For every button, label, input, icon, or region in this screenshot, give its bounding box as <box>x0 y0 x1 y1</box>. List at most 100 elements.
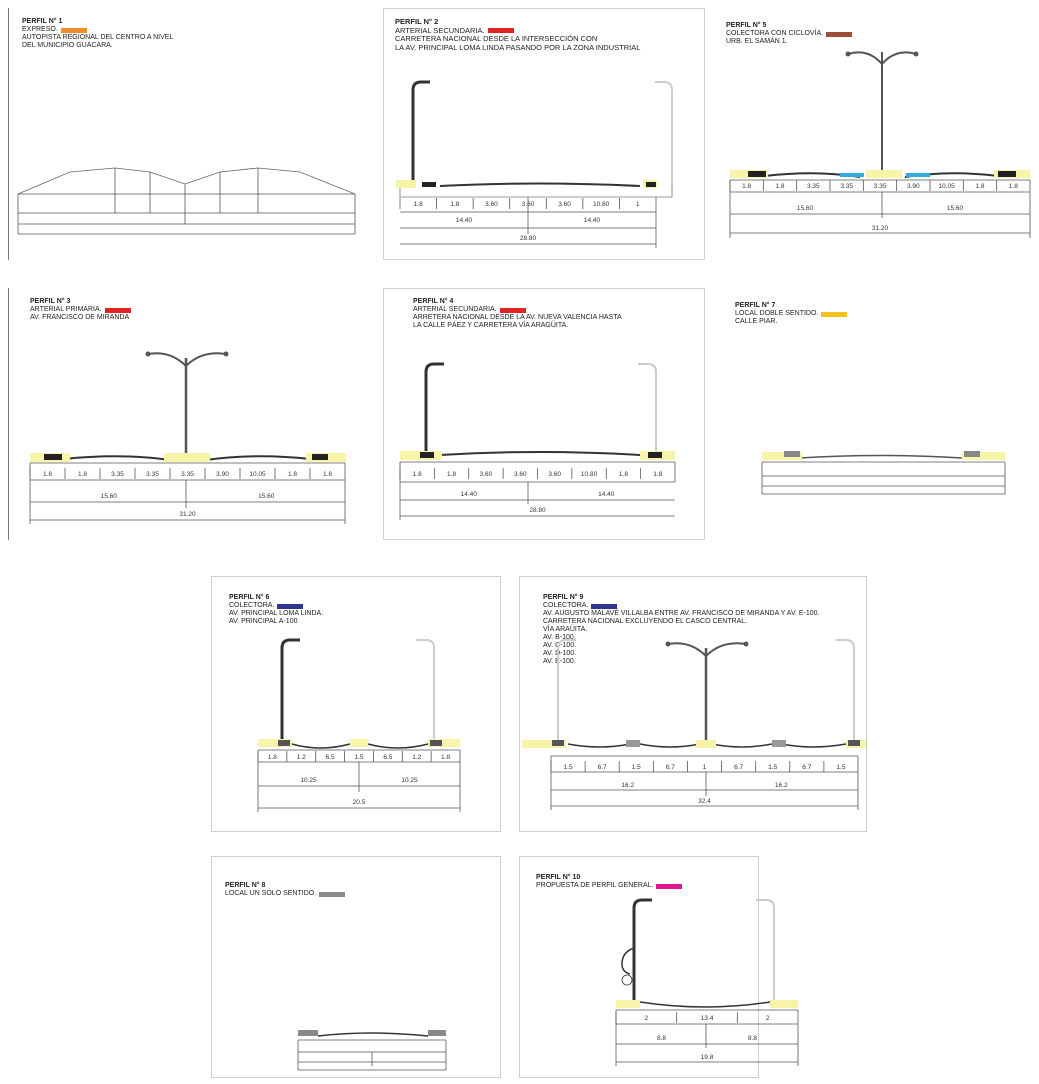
half-width-label: 16.2 <box>621 782 634 789</box>
dimension-label: 6.7 <box>734 764 743 771</box>
perfil-line: LA AV. PRINCIPAL LOMA LINDA PASANDO POR … <box>395 42 641 52</box>
dimension-label: 1.8 <box>619 471 628 478</box>
perfil-4-panel <box>383 288 705 540</box>
perfil-title: PERFIL N° 2 <box>395 17 439 26</box>
dimension-label: 3.35 <box>840 183 853 190</box>
perfil-line: COLECTORA. <box>229 602 275 609</box>
half-width-label: 14.40 <box>456 217 473 224</box>
dimension-label: 3.35 <box>181 471 194 478</box>
dimension-label: 1.8 <box>413 471 422 478</box>
perfil-line: AV. PRINCIPAL A-100 <box>229 618 298 625</box>
dimension-label: 3.90 <box>216 471 229 478</box>
perfil-6-drawing <box>257 638 461 812</box>
dimension-label: 1.5 <box>564 764 573 771</box>
perfil-line: CARRETERA NACIONAL DESDE LA INTERSECCIÓN… <box>395 34 598 43</box>
dimension-label: 1.8 <box>323 471 332 478</box>
perfil-9-panel <box>519 576 867 832</box>
perfil-7-header: PERFIL N° 7 LOCAL DOBLE SENTIDO. CALLE P… <box>735 302 848 326</box>
color-swatch <box>319 891 346 897</box>
half-width-label: 8.8 <box>657 1035 666 1042</box>
dimension-label: 10.05 <box>939 183 956 190</box>
dimension-label: 3.90 <box>907 183 920 190</box>
perfil-10-drawing <box>615 898 799 1066</box>
total-width-label: 28.80 <box>520 235 537 242</box>
dimension-label: 3.60 <box>558 201 571 208</box>
half-width-label: 14.40 <box>461 491 478 498</box>
dimension-label: 1.8 <box>414 201 423 208</box>
total-width-label: 32.4 <box>698 798 711 805</box>
dimension-label: 3.60 <box>480 471 493 478</box>
perfil-2-panel <box>383 8 705 260</box>
perfil-line: LA CALLE PÁEZ Y CARRETERA VÍA ARAGÜITA. <box>413 322 569 329</box>
dimension-label: 1.8 <box>775 183 784 190</box>
perfil-line: CARRETERA NACIONAL EXCLUYENDO EL CASCO C… <box>543 618 748 625</box>
perfil-title: PERFIL N° 6 <box>229 594 270 601</box>
dimension-label: 2 <box>645 1015 649 1022</box>
color-swatch <box>60 27 87 33</box>
perfil-7-panel <box>714 288 1034 540</box>
dimension-label: 6.7 <box>666 764 675 771</box>
perfil-1-drawing <box>17 167 356 235</box>
dimension-label: 1.8 <box>1009 183 1018 190</box>
color-swatch <box>826 31 853 37</box>
perfil-title: PERFIL N° 1 <box>22 18 63 25</box>
perfil-8-drawing <box>297 1032 447 1071</box>
perfil-line: DEL MUNICIPIO GUACARA. <box>22 42 113 49</box>
color-swatch <box>277 603 304 609</box>
dimension-label: 1.8 <box>441 754 450 761</box>
half-width-label: 15.60 <box>947 205 964 212</box>
perfil-line: AV. E-100. <box>543 658 576 665</box>
color-swatch <box>821 311 848 317</box>
dimension-label: 6.7 <box>802 764 811 771</box>
perfil-line: CALLE PIAR. <box>735 318 778 325</box>
color-swatch <box>104 307 131 313</box>
perfil-line: COLECTORA. <box>543 602 589 609</box>
perfil-line: ARTERIAL SECUNDARIA. <box>395 25 485 35</box>
half-width-label: 14.40 <box>584 217 601 224</box>
dimension-label: 10.80 <box>593 201 610 208</box>
perfil-6-header: PERFIL N° 6 COLECTORA. AV. PRINCIPAL LOM… <box>229 594 323 626</box>
dimension-label: 1.8 <box>78 471 87 478</box>
perfil-line: AV. PRINCIPAL LOMA LINDA. <box>229 610 324 617</box>
dimension-label: 1.8 <box>268 754 277 761</box>
dimension-label: 1.5 <box>632 764 641 771</box>
dimension-label: 3.35 <box>146 471 159 478</box>
perfil-6-panel <box>211 576 501 832</box>
perfil-3-drawing <box>29 352 346 524</box>
dimension-label: 6.7 <box>598 764 607 771</box>
dimension-label: 1.5 <box>836 764 845 771</box>
dimension-label: 1.8 <box>288 471 297 478</box>
total-width-label: 31.20 <box>872 225 889 232</box>
perfil-1-header: PERFIL N° 1 EXPRESO. AUTOPISTA REGIONAL … <box>22 18 173 50</box>
perfil-10-header: PERFIL N° 10 PROPUESTA DE PERFIL GENERAL… <box>536 874 683 890</box>
dimension-label: 3.35 <box>874 183 887 190</box>
total-width-label: 28.80 <box>529 507 546 514</box>
half-width-label: 10.25 <box>300 777 317 784</box>
perfil-title: PERFIL N° 8 <box>225 882 266 889</box>
dimension-label: 6.5 <box>383 754 392 761</box>
total-width-label: 19.8 <box>701 1054 714 1061</box>
dimension-label: 10.80 <box>581 471 598 478</box>
perfil-title: PERFIL N° 5 <box>726 22 767 29</box>
dimension-label: 10.05 <box>249 471 266 478</box>
dimension-label: 1.8 <box>742 183 751 190</box>
half-width-label: 16.2 <box>775 782 788 789</box>
half-width-label: 10.25 <box>401 777 418 784</box>
perfil-2-header: PERFIL N° 2 ARTERIAL SECUNDARIA. CARRETE… <box>395 17 641 52</box>
perfil-line: COLECTORA CON CICLOVÍA. <box>726 30 824 37</box>
total-width-label: 31.20 <box>179 511 196 518</box>
perfil-line: URB. EL SAMÁN 1. <box>726 38 788 45</box>
perfil-title: PERFIL N° 3 <box>30 298 71 305</box>
dimension-label: 1.2 <box>297 754 306 761</box>
perfil-line: AV. FRANCISCO DE MIRANDA <box>30 314 130 321</box>
half-width-label: 15.60 <box>101 493 118 500</box>
dimension-label: 1.8 <box>43 471 52 478</box>
dimension-label: 1.8 <box>653 471 662 478</box>
perfil-line: LOCAL UN SÓLO SENTIDO. <box>225 890 317 897</box>
perfil-3-header: PERFIL N° 3 ARTERIAL PRIMARIA. AV. FRANC… <box>30 298 131 322</box>
dimension-label: 1.8 <box>975 183 984 190</box>
perfil-10-panel <box>519 856 759 1078</box>
dimension-label: 1.5 <box>768 764 777 771</box>
perfil-line: AV. AUGUSTO MALAVÉ VILLALBA ENTRE AV. FR… <box>543 610 820 617</box>
